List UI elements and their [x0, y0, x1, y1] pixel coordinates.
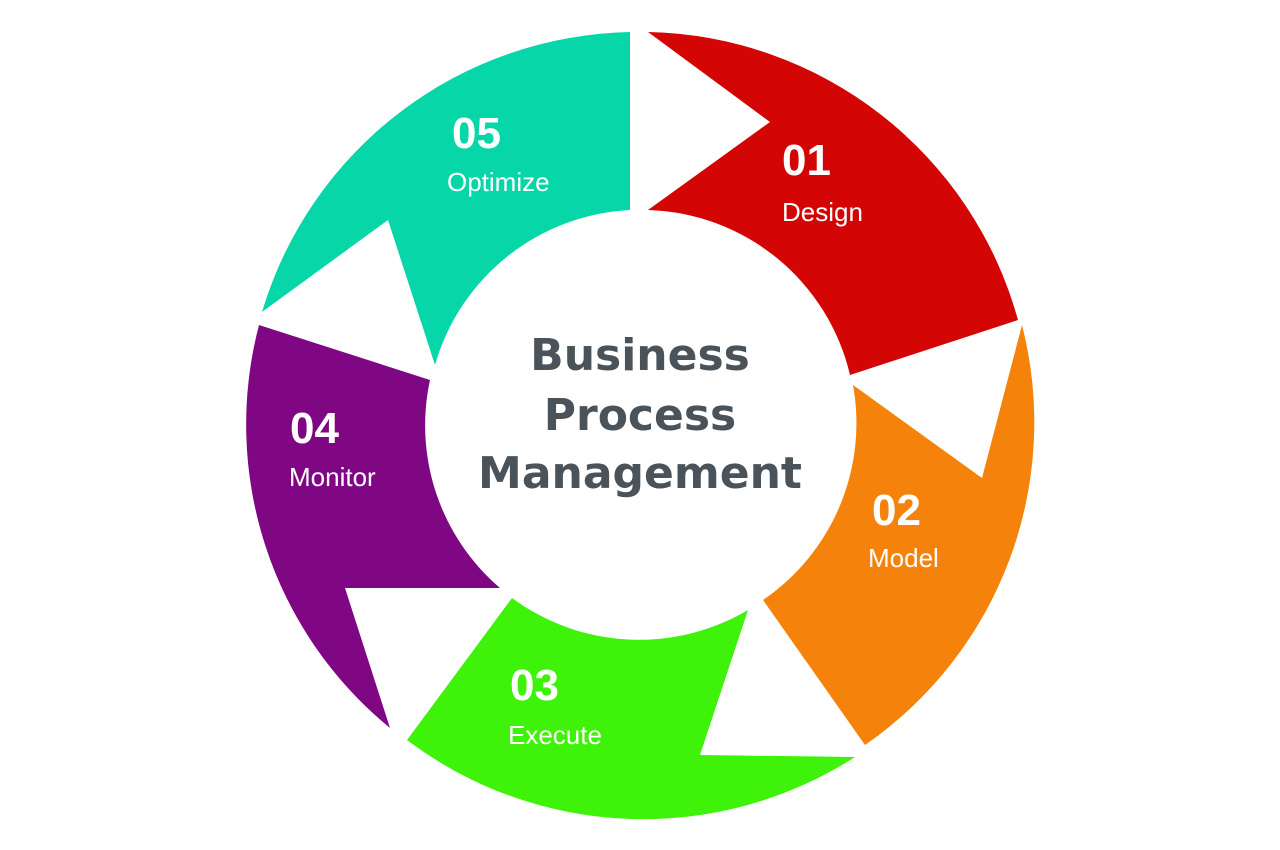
step-number-execute: 03: [510, 661, 559, 710]
segment-model: [763, 325, 1035, 745]
center-title-line-2: Process: [544, 390, 736, 441]
center-title-line-1: Business: [530, 330, 750, 381]
step-number-monitor: 04: [290, 404, 339, 453]
step-label-optimize: Optimize: [447, 167, 550, 197]
segment-optimize: [262, 32, 630, 365]
step-number-optimize: 05: [452, 109, 501, 158]
step-label-model: Model: [868, 543, 939, 573]
step-label-monitor: Monitor: [289, 462, 376, 492]
step-label-design: Design: [782, 197, 863, 227]
step-label-execute: Execute: [508, 720, 602, 750]
segment-monitor: [246, 325, 500, 728]
step-number-design: 01: [782, 136, 831, 185]
segment-execute: [407, 598, 855, 820]
segment-design: [648, 32, 1018, 375]
step-number-model: 02: [872, 486, 921, 535]
center-title-line-3: Management: [478, 448, 802, 499]
